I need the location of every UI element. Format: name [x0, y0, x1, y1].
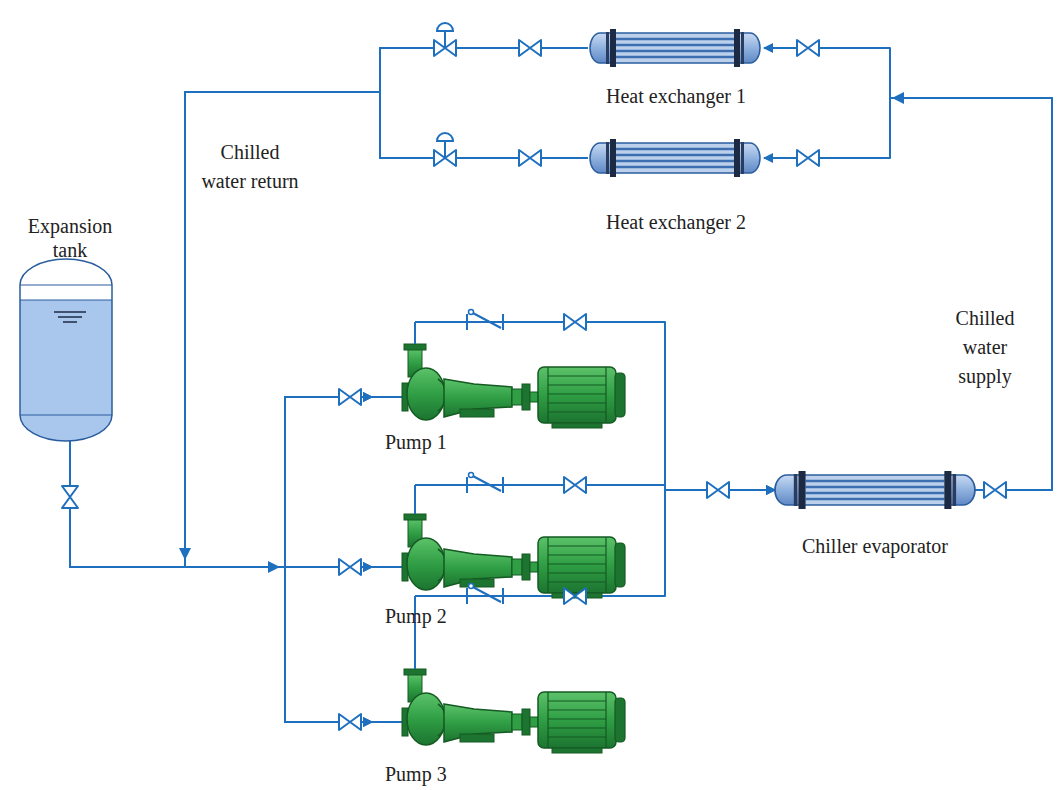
control-valve — [434, 23, 456, 56]
pipe-connector — [185, 48, 588, 567]
check-valve — [467, 310, 503, 331]
equipment-label: Heat exchanger 1 — [588, 84, 764, 108]
pump: Pump 2 — [372, 485, 624, 628]
pipe-connector — [185, 48, 588, 567]
expansion-tank: Expansion tank — [14, 214, 126, 444]
check-valve — [467, 473, 503, 494]
gate-valve — [564, 588, 586, 604]
pipe-connector — [70, 444, 372, 567]
pipe-connector — [185, 92, 588, 567]
equipment-label: Chiller evaporator — [775, 534, 975, 558]
pump-symbol — [372, 344, 625, 428]
heat-exchanger: Heat exchanger 2 — [588, 138, 764, 234]
heat-exchanger: Heat exchanger 1 — [588, 28, 764, 108]
pump-symbol — [372, 669, 625, 753]
equipment-label: Heat exchanger 2 — [588, 210, 764, 234]
equipment-label: Expansion tank — [14, 214, 126, 262]
pipe-connector — [70, 444, 372, 722]
pump: Pump 3 — [372, 596, 624, 786]
gate-valve — [339, 389, 361, 405]
gate-valve — [797, 150, 819, 166]
gate-valve — [62, 486, 78, 508]
equipment-label: Pump 1 — [385, 430, 624, 454]
expansion-tank-vessel — [0, 259, 140, 460]
flow-arrow — [268, 561, 280, 573]
flow-arrow — [179, 548, 191, 560]
gate-valve — [564, 477, 586, 493]
pipe-connector — [70, 397, 372, 567]
pipe-connector — [764, 48, 1052, 490]
check-valve — [467, 584, 503, 605]
pipe-connector — [185, 92, 588, 567]
pipe-connector — [764, 98, 1052, 490]
pipe-label: Chilled water supply — [935, 304, 1035, 391]
gate-valve — [707, 482, 729, 498]
gate-valve — [519, 40, 541, 56]
gate-valve — [797, 40, 819, 56]
evaporator-symbol — [775, 471, 975, 509]
pipe-label: Chilled water return — [200, 138, 300, 196]
chiller-evaporator: Chiller evaporator — [775, 470, 975, 558]
flow-arrow — [892, 92, 904, 104]
gate-valve — [984, 482, 1006, 498]
control-valve — [434, 133, 456, 166]
pump: Pump 1 — [372, 322, 624, 454]
equipment-label: Pump 2 — [385, 604, 624, 628]
gate-valve — [519, 150, 541, 166]
gate-valve — [339, 559, 361, 575]
gate-valve — [339, 714, 361, 730]
equipment-label: Pump 3 — [385, 762, 624, 786]
heat-exchanger-symbol — [590, 139, 760, 177]
heat-exchanger-symbol — [590, 29, 760, 67]
pump-symbol — [372, 514, 625, 598]
gate-valve — [564, 314, 586, 330]
